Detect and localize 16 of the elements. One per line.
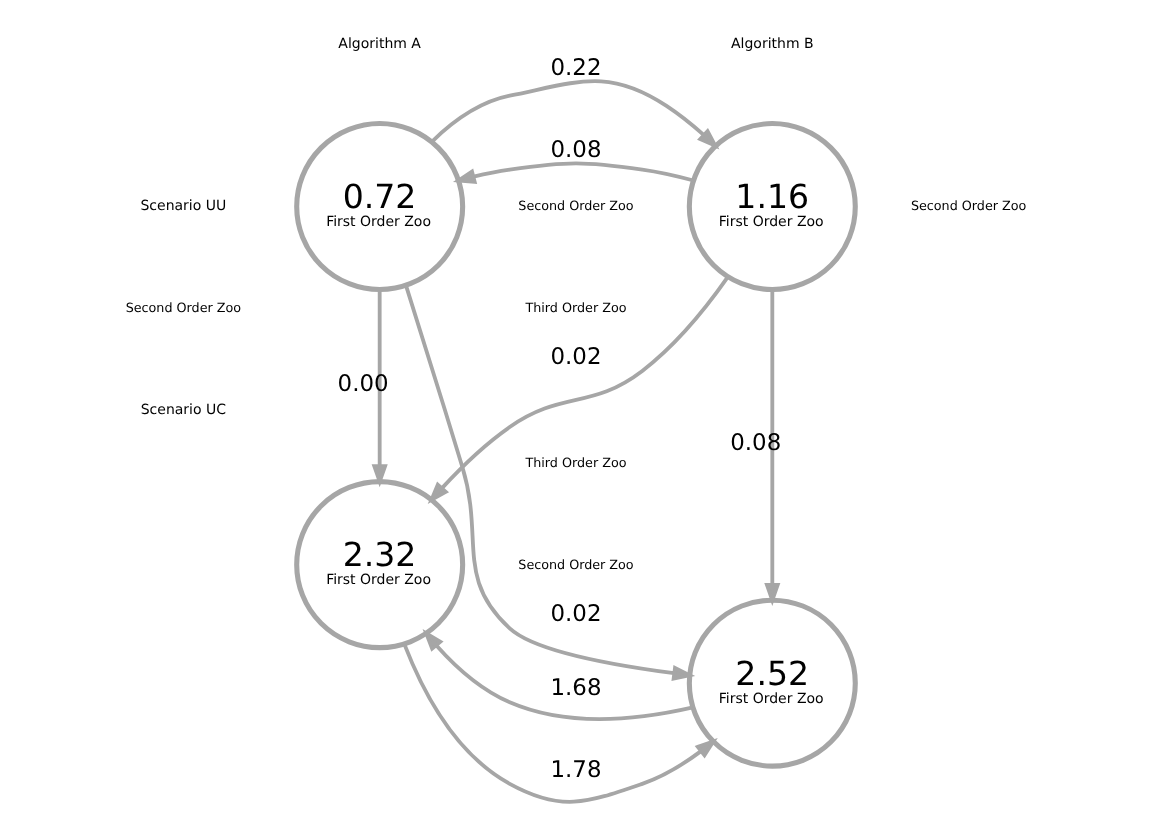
edge-label: 0.00 bbox=[336, 369, 388, 398]
arrow bbox=[403, 284, 695, 682]
arrow bbox=[370, 289, 387, 488]
arrow bbox=[401, 643, 717, 804]
edge-label: 0.22 bbox=[549, 52, 601, 81]
edge-label: 0.08 bbox=[729, 428, 781, 457]
arrow bbox=[763, 289, 780, 606]
arrow bbox=[426, 275, 729, 505]
edge-label: 1.68 bbox=[549, 673, 601, 702]
edge-label: 1.78 bbox=[549, 754, 601, 783]
edge-label: 0.02 bbox=[549, 599, 601, 628]
arrow bbox=[421, 629, 693, 721]
arrow bbox=[429, 79, 719, 150]
edge-label: 0.02 bbox=[549, 341, 601, 370]
arrow bbox=[451, 161, 693, 185]
edge-label: 0.08 bbox=[549, 135, 601, 164]
